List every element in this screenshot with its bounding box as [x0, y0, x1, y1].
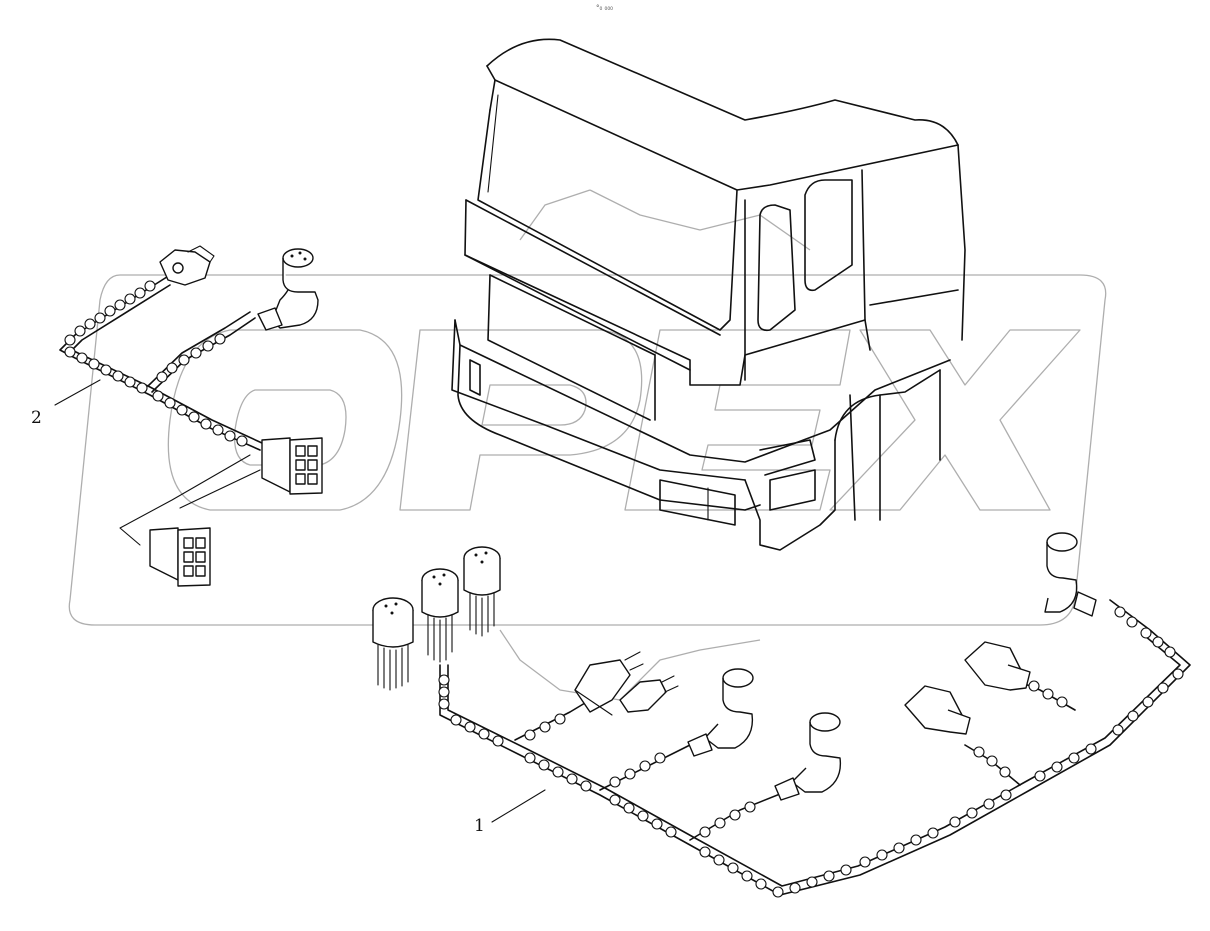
wiring-harness-icon — [372, 532, 1191, 898]
callout-1-leader — [491, 789, 546, 823]
wiring-harness-icon — [54, 245, 323, 587]
round-connector-icon — [257, 248, 319, 331]
round-connector-icon — [372, 546, 501, 691]
round-connector-icon — [687, 532, 1097, 801]
top-mark: °₀ ₀₀₀ — [596, 4, 613, 12]
callout-2-leader — [54, 379, 101, 406]
plug-connector-icon — [904, 641, 1031, 735]
block-connector-icon — [119, 437, 323, 587]
watermark-logo — [68, 189, 1107, 701]
plug-connector-icon — [159, 245, 215, 286]
harness-1-convolution — [438, 606, 1184, 898]
harness-2-convolution — [64, 280, 248, 447]
plug-connector-icon — [574, 651, 679, 716]
callout-label-2: 2 — [31, 408, 42, 428]
truck-cab-icon — [451, 38, 966, 551]
callout-label-1: 1 — [474, 816, 485, 836]
